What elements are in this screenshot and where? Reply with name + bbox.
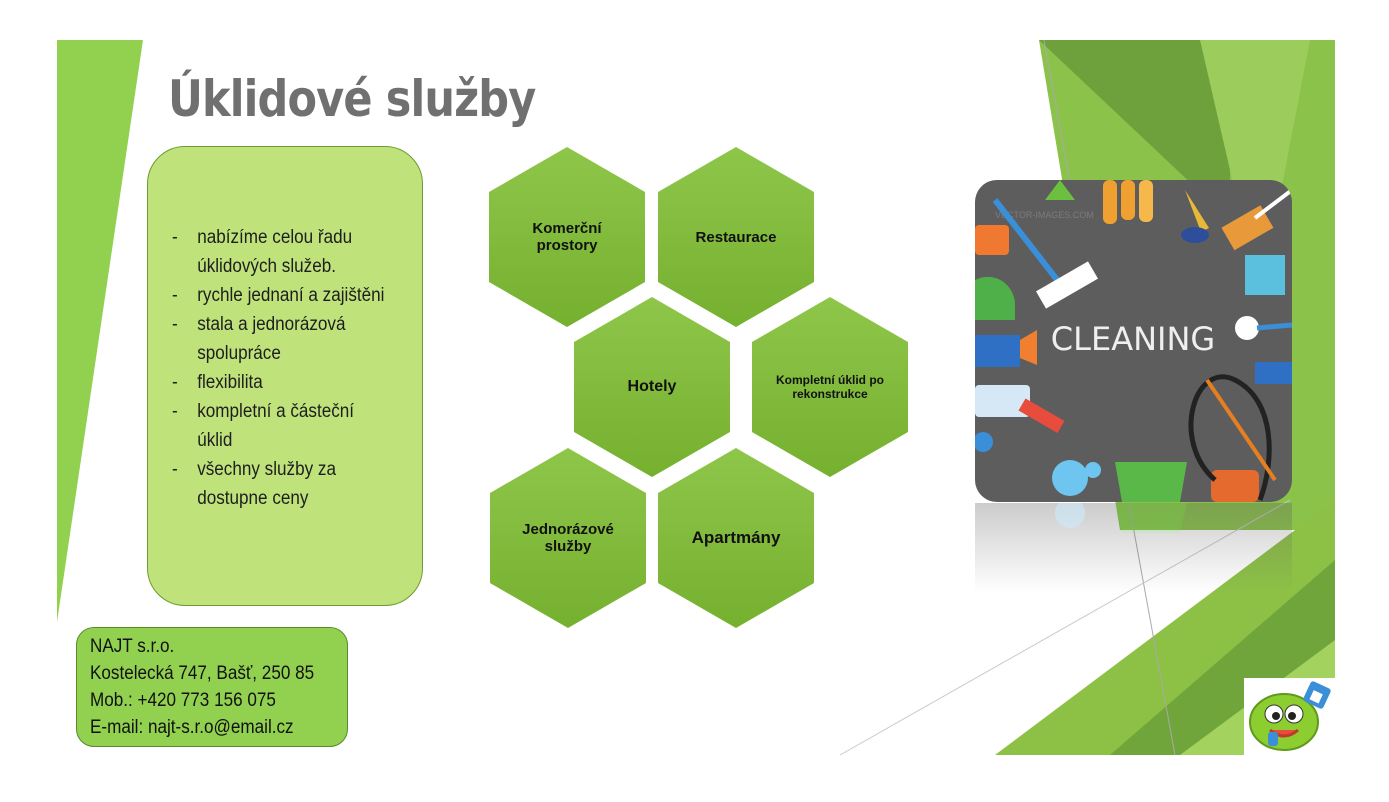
- service-item: -rychle jednaní a zajištěni: [172, 281, 388, 310]
- cartoon-mascot-icon: [1249, 681, 1331, 751]
- list-dash: -: [172, 459, 178, 480]
- hex-label: Apartmány: [691, 528, 781, 547]
- sponge-icon: [975, 225, 1009, 255]
- service-text: stala a jednorázová spolupráce: [197, 314, 346, 364]
- bottle-icon: [975, 385, 1030, 417]
- hex-jednorazove-sluzby: Jednorázové služby: [490, 448, 646, 628]
- hex-kompletni-uklid: Kompletní úklid po rekonstrukce: [752, 297, 908, 477]
- broom-icon: [1221, 205, 1274, 251]
- service-text: rychle jednaní a zajištěni: [197, 285, 385, 306]
- right-light-green-shard: [1200, 40, 1310, 300]
- email-address: E-mail: najt-s.r.o@email.cz: [90, 717, 294, 738]
- contact-box: NAJT s.r.o. Kostelecká 747, Bašť, 250 85…: [76, 627, 348, 747]
- company-address: Kostelecká 747, Bašť, 250 85: [90, 663, 315, 684]
- service-text: flexibilita: [197, 372, 263, 393]
- list-dash: -: [172, 401, 178, 422]
- plunger-handle-icon: [1185, 190, 1209, 232]
- bubbles-icon: [1052, 460, 1088, 496]
- image-reflection: [975, 503, 1292, 593]
- service-item: -nabízíme celou řadu úklidových služeb.: [172, 223, 388, 281]
- hex-label: Kompletní úklid po rekonstrukce: [776, 373, 884, 401]
- spray-bottle-icon: [975, 276, 1015, 320]
- plunger-icon: [1181, 227, 1209, 243]
- dust-brush-icon: [1255, 362, 1292, 384]
- services-box: -nabízíme celou řadu úklidových služeb. …: [147, 146, 423, 606]
- service-item: -flexibilita: [172, 368, 388, 397]
- image-caption: CLEANING: [1051, 320, 1215, 358]
- glove-icon: [1139, 180, 1153, 222]
- service-item: -stala a jednorázová spolupráce: [172, 310, 388, 368]
- list-dash: -: [172, 227, 178, 248]
- list-dash: -: [172, 285, 178, 306]
- hex-label: Komerční prostory: [532, 220, 602, 254]
- hex-hotely: Hotely: [574, 297, 730, 477]
- glove-icon: [1103, 180, 1117, 224]
- mascot-logo: [1244, 678, 1336, 756]
- service-text: kompletní a částeční úklid: [197, 401, 355, 451]
- scrub-brush-icon: [1018, 398, 1065, 434]
- glove-icon: [1121, 180, 1135, 220]
- hex-label: Restaurace: [695, 228, 777, 246]
- service-text: nabízíme celou řadu úklidových služeb.: [197, 227, 353, 277]
- page-title: Úklidové služby: [168, 70, 536, 128]
- vacuum-icon: [1211, 470, 1259, 502]
- services-list: -nabízíme celou řadu úklidových služeb. …: [172, 223, 412, 513]
- service-item: -kompletní a částeční úklid: [172, 397, 388, 455]
- left-green-triangle: [57, 40, 143, 622]
- phone-number: Mob.: +420 773 156 075: [90, 690, 276, 711]
- service-item: -všechny služby za dostupne ceny: [172, 455, 388, 513]
- cleaning-image: VECTOR-IMAGES.COM: [975, 180, 1292, 502]
- hex-restaurace: Restaurace: [658, 147, 814, 327]
- hex-komercni-prostory: Komerční prostory: [489, 147, 645, 327]
- bubble-icon: [975, 432, 993, 452]
- list-dash: -: [172, 314, 178, 335]
- toilet-brush-icon: [1235, 316, 1259, 340]
- bucket-icon: [975, 335, 1020, 367]
- green-bucket-icon: [1115, 462, 1187, 502]
- cleaning-illustration: VECTOR-IMAGES.COM: [975, 180, 1292, 502]
- image-watermark: VECTOR-IMAGES.COM: [995, 210, 1094, 220]
- hex-label: Hotely: [627, 378, 677, 395]
- hex-label: Jednorázové služby: [522, 521, 614, 555]
- hex-apartmany: Apartmány: [658, 448, 814, 628]
- company-name: NAJT s.r.o.: [90, 636, 175, 657]
- right-dark-green-shard: [1039, 40, 1230, 220]
- mop-icon: [992, 198, 1068, 292]
- service-text: všechny služby za dostupne ceny: [197, 459, 336, 509]
- dustpan-icon: [1045, 180, 1075, 200]
- bucket-blue-icon: [1245, 255, 1285, 295]
- list-dash: -: [172, 372, 178, 393]
